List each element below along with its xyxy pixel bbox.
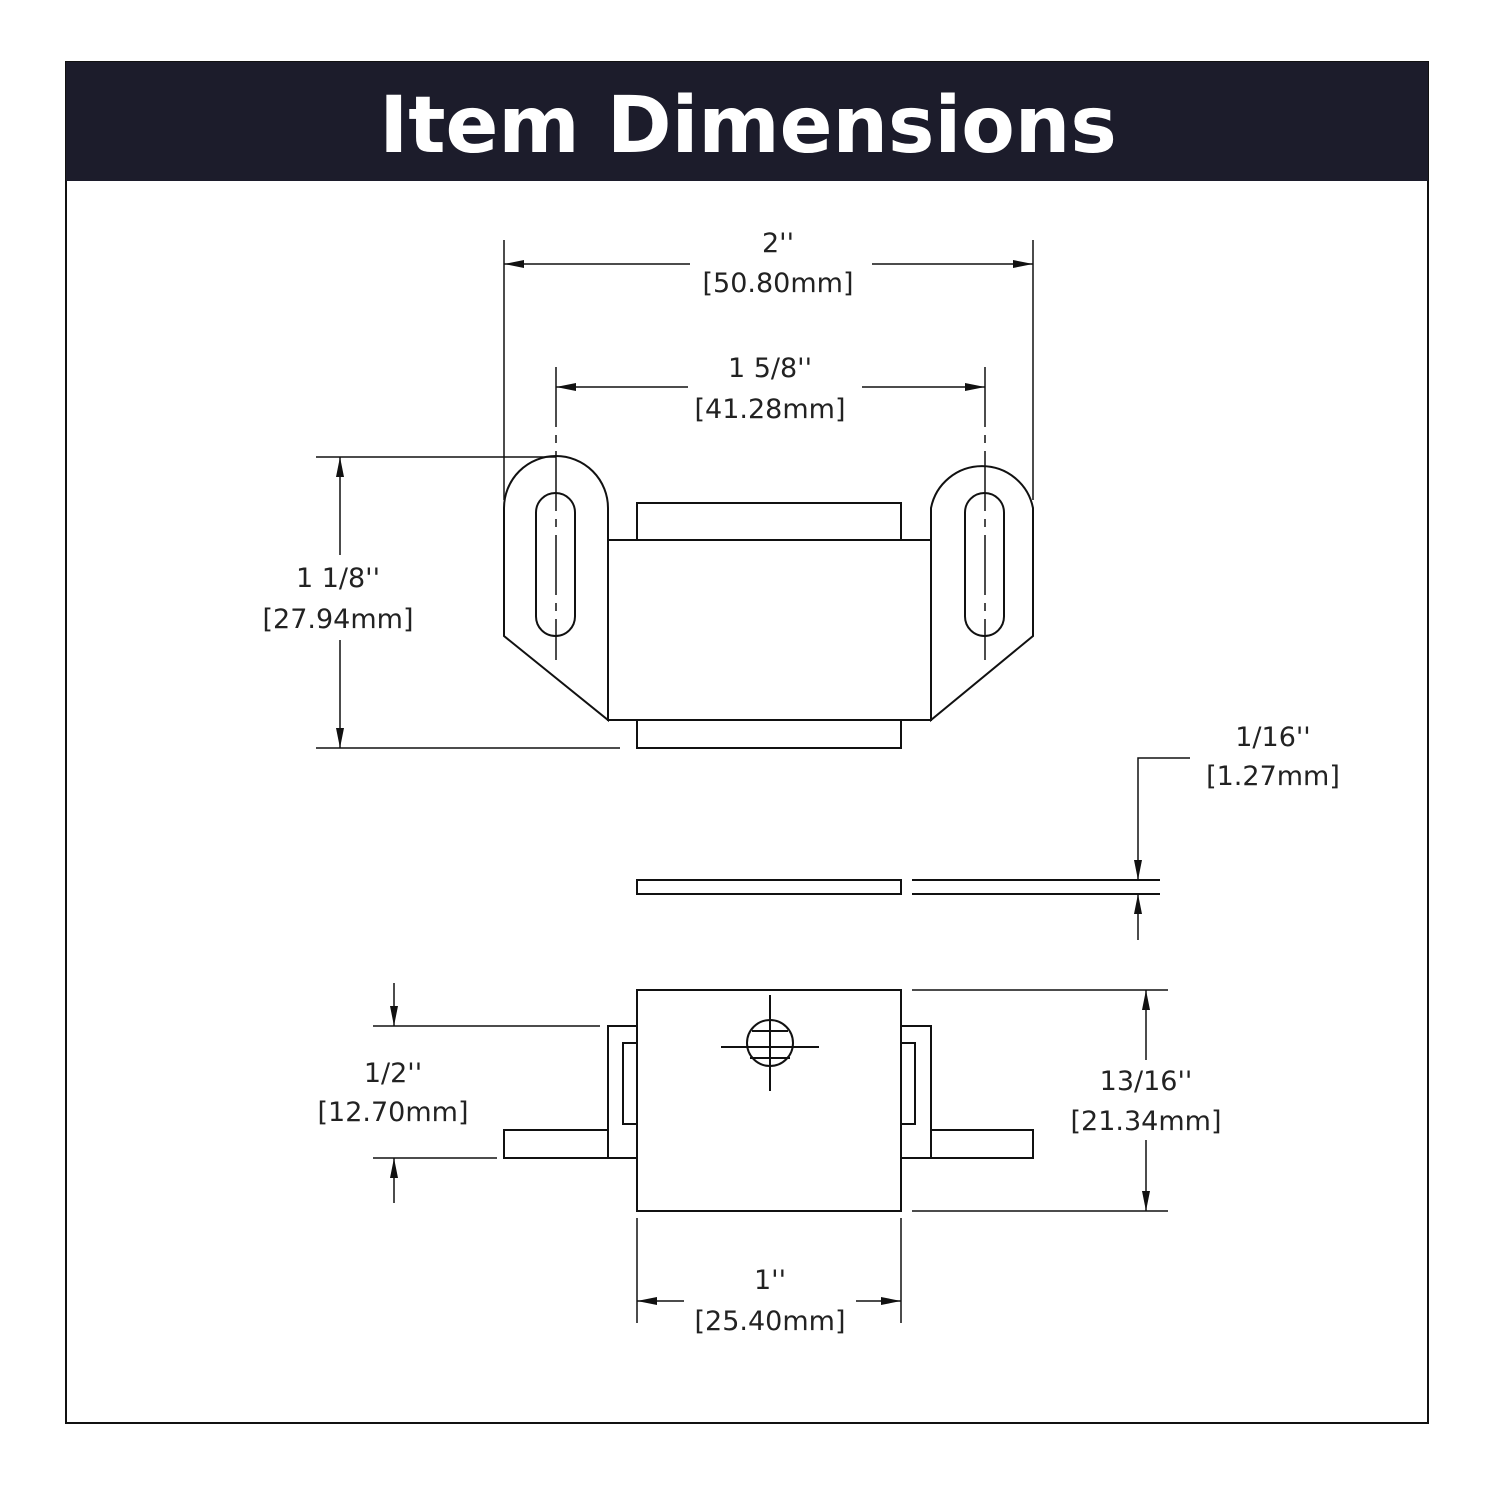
svg-text:13/16'': 13/16'' [1100, 1066, 1193, 1097]
overall-width-dimension: 2'' [50.80mm] [503, 228, 1034, 500]
page-title: Item Dimensions [379, 81, 1117, 171]
hole-spacing-dimension: 1 5/8'' [41.28mm] [556, 353, 985, 425]
frame [65, 61, 1429, 1424]
body-width-dimension: 1'' [25.40mm] [636, 1218, 902, 1337]
header-bar [66, 62, 1428, 181]
svg-text:[12.70mm]: [12.70mm] [318, 1097, 469, 1128]
svg-text:[27.94mm]: [27.94mm] [263, 604, 414, 635]
body-height-dimension: 13/16'' [21.34mm] [912, 989, 1222, 1212]
svg-text:[1.27mm]: [1.27mm] [1206, 761, 1340, 792]
svg-text:1 1/8'': 1 1/8'' [296, 563, 380, 594]
top-view [503, 367, 1034, 749]
plate-thickness-dimension: 1/16'' [1.27mm] [1134, 722, 1340, 940]
front-view [503, 989, 1034, 1212]
svg-text:1/2'': 1/2'' [364, 1058, 422, 1089]
svg-text:[50.80mm]: [50.80mm] [703, 268, 854, 299]
left-mounting-ear [503, 455, 609, 723]
svg-text:1/16'': 1/16'' [1235, 722, 1310, 753]
strike-plate-view [636, 879, 1160, 895]
svg-text:[41.28mm]: [41.28mm] [695, 394, 846, 425]
svg-text:1 5/8'': 1 5/8'' [728, 353, 812, 384]
svg-text:[25.40mm]: [25.40mm] [695, 1306, 846, 1337]
mount-height-dimension: 1/2'' [12.70mm] [318, 983, 600, 1203]
svg-text:[21.34mm]: [21.34mm] [1071, 1106, 1222, 1137]
svg-text:1'': 1'' [754, 1265, 786, 1296]
svg-text:2'': 2'' [762, 228, 794, 259]
depth-dimension: 1 1/8'' [27.94mm] [263, 456, 620, 749]
